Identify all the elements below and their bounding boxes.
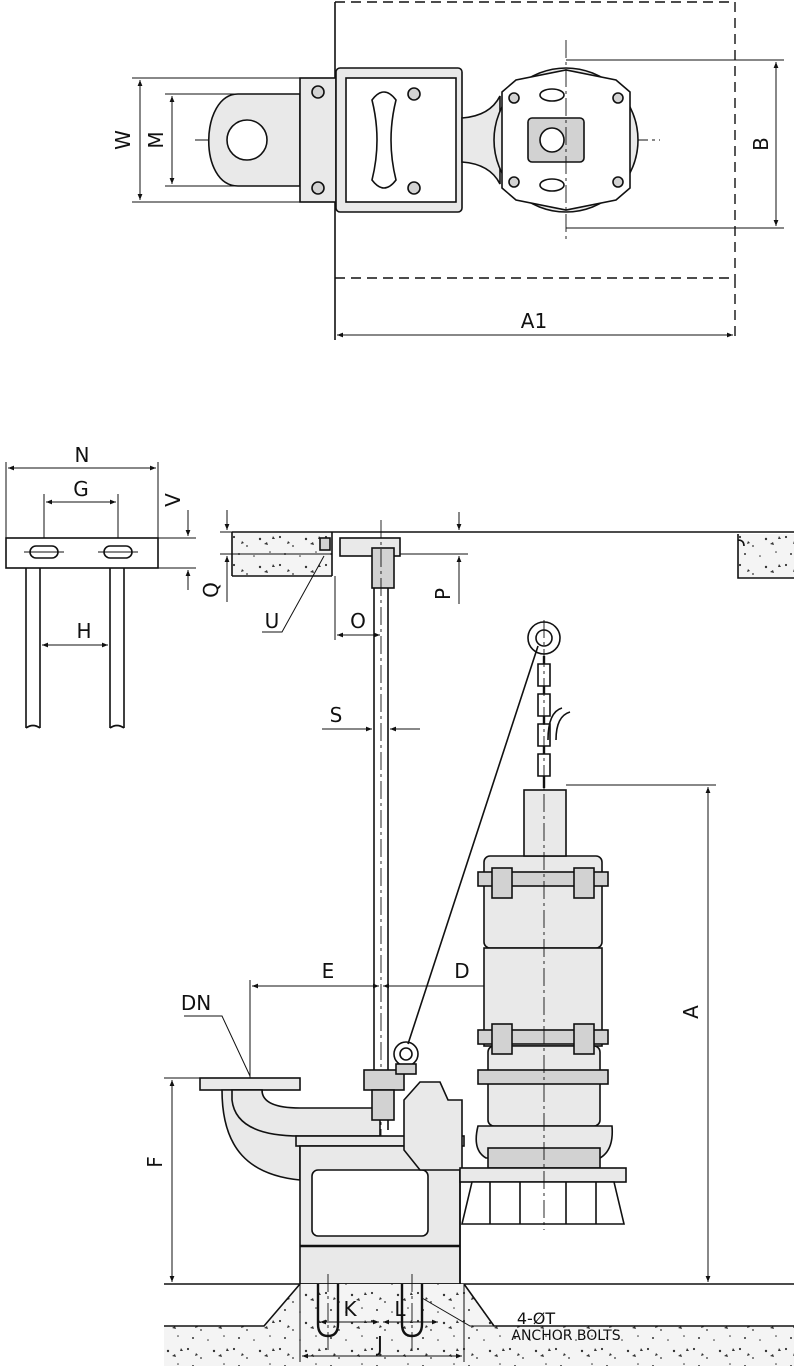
Q-label: Q (199, 582, 223, 598)
top-slab-right-outline (737, 534, 794, 579)
discharge-flange-elev (199, 1077, 301, 1091)
flange-bolt-1 (508, 92, 520, 104)
flange-bolt-4 (612, 176, 624, 188)
U-leader (262, 555, 325, 633)
clamp-4 (573, 1023, 595, 1055)
pipe-break (25, 724, 125, 729)
power-cable (547, 707, 571, 741)
N-label: N (75, 443, 90, 467)
F-label: F (143, 1156, 167, 1168)
stand-legs (489, 1182, 597, 1224)
lift-bracket (523, 789, 567, 857)
M-label: M (144, 131, 168, 148)
guide-pipes (25, 568, 125, 728)
E-label: E (322, 959, 335, 983)
anchor-bolts-label: ANCHOR BOLTS (511, 1328, 620, 1344)
guide-claw (371, 91, 397, 189)
flange-bolt-3 (508, 176, 520, 188)
DN-label: DN (181, 991, 211, 1015)
elevation-view: Q U P O S E D DN (143, 510, 794, 1366)
H-label: H (76, 619, 91, 643)
D-label: D (454, 959, 469, 983)
lifting-eye-lower-base (395, 1063, 417, 1075)
S-label: S (330, 703, 343, 727)
bracket-plate (5, 537, 159, 569)
discharge-opening (226, 119, 268, 161)
A1-label: A1 (521, 309, 547, 333)
top-slab-right-texture (738, 534, 794, 578)
cable-entry (539, 127, 565, 153)
plan-view: W M B A1 (111, 1, 784, 340)
chain-links (537, 663, 551, 777)
discharge-elbow (231, 1089, 381, 1137)
A-label: A (679, 1005, 703, 1019)
bracket-bolt-bottom (311, 181, 325, 195)
P-label: P (431, 588, 455, 600)
K-label: K (343, 1297, 357, 1321)
guide-pipe (373, 588, 389, 1130)
anchor-leader (421, 1297, 560, 1327)
foundation-texture (164, 1284, 794, 1366)
coupling-bolt-bottom (407, 181, 421, 195)
DN-leader (184, 1015, 251, 1077)
flange-bolt-2 (612, 92, 624, 104)
clamp-1 (491, 867, 513, 899)
clamp-2 (573, 867, 595, 899)
base-window (311, 1169, 429, 1237)
stand-top-ring (459, 1167, 627, 1183)
lifting-lug-top (539, 88, 565, 102)
stand (460, 1181, 626, 1225)
hook-u (319, 537, 331, 551)
clamp-3 (491, 1023, 513, 1055)
B-label: B (749, 137, 773, 151)
J-label: J (375, 1332, 383, 1356)
L-label: L (394, 1297, 406, 1321)
lifting-rope (407, 645, 539, 1045)
lifting-lug-bottom (539, 178, 565, 192)
anchor-count-label: 4-ØT (517, 1309, 556, 1328)
coupling-bolt-top (407, 87, 421, 101)
upper-bracket-head (371, 547, 395, 589)
bracket-detail: N G H V (5, 443, 196, 729)
U-label: U (265, 609, 280, 633)
lower-bracket-stem (371, 1089, 395, 1121)
pit-outline-dashed (335, 1, 736, 279)
V-label: V (161, 493, 185, 507)
W-label: W (111, 130, 135, 150)
pump-volute (403, 1081, 463, 1171)
O-label: O (350, 609, 366, 633)
volute-neck (461, 95, 501, 185)
bracket-bolt-top (311, 85, 325, 99)
G-label: G (73, 477, 89, 501)
coupling-inner (345, 77, 457, 203)
lifting-eye-lower-inner (399, 1047, 413, 1061)
motor-band-3 (477, 1069, 609, 1085)
